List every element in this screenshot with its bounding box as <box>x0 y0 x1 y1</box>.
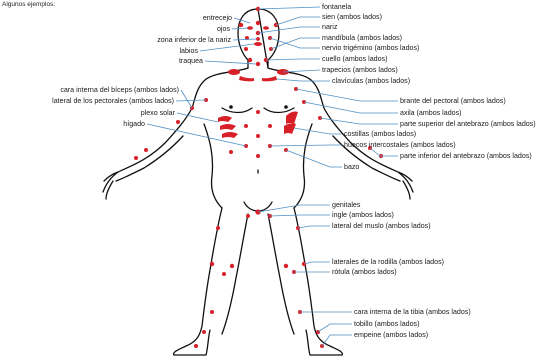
spot-traquea <box>256 62 260 66</box>
spot-rodilla-l1 <box>210 262 214 266</box>
spot-abdomen-1 <box>256 134 260 138</box>
spot-entrecejo <box>256 21 260 25</box>
label-traquea: traquea <box>179 57 203 65</box>
label-costillas: costillas (ambos lados) <box>344 130 416 138</box>
spot-rodilla-l2 <box>230 264 234 268</box>
left-nipple <box>229 105 233 109</box>
label-rodilla: laterales de la rodilla (ambos lados) <box>332 258 444 266</box>
label-entrecejo: entrecejo <box>203 14 232 22</box>
label-ojos: ojos <box>217 25 230 33</box>
spot-costillas-l1 <box>218 116 232 122</box>
label-cuello: cuello (ambos lados) <box>322 55 387 63</box>
spot-sien-l <box>239 23 243 27</box>
label-antebrazo-sup: parte superior del antebrazo (ambos lado… <box>400 120 536 128</box>
label-claviculas: clavículas (ambos lados) <box>332 77 410 85</box>
label-huecos: huecos intercostales (ambos lados) <box>344 141 456 149</box>
spot-higado-1 <box>244 124 248 128</box>
spot-costillas-r2 <box>284 123 296 134</box>
label-bazo: bazo <box>344 163 359 171</box>
label-brante: brante del pectoral (ambos lados) <box>400 97 506 105</box>
label-biceps: cara interna del bíceps (ambos lados) <box>60 86 179 94</box>
label-pectorales: lateral de los pectorales (ambos lados) <box>52 97 174 105</box>
label-ingle: ingle (ambos lados) <box>332 211 394 219</box>
spot-costillas-l3 <box>222 132 238 138</box>
spot-ojo-r <box>263 26 269 30</box>
label-tibia: cara interna de la tibia (ambos lados) <box>354 308 471 316</box>
spot-costillas-r1 <box>286 112 298 125</box>
label-fontanela: fontanela <box>322 3 351 11</box>
label-nariz: nariz <box>322 23 338 31</box>
spot-labios <box>254 42 262 46</box>
labels-right: fontanela sien (ambos lados) nariz mandí… <box>322 3 536 339</box>
spot-ingle-l <box>246 214 250 218</box>
label-empeine: empeine (ambos lados) <box>354 331 428 339</box>
spot-plexo <box>256 110 260 114</box>
spot-costillas-l2 <box>220 124 236 130</box>
spot-tobillo-l <box>202 330 206 334</box>
spot-muneca-l <box>134 156 138 160</box>
spot-cuello-l <box>248 58 252 62</box>
spot-rodilla-r1 <box>284 264 288 268</box>
label-nervio: nervio trigémino (ambos lados) <box>322 44 419 52</box>
spot-muslo-l <box>216 226 220 230</box>
spot-zona-nariz <box>256 37 260 41</box>
spot-antebrazo-inf-l <box>144 148 148 152</box>
label-higado: hígado <box>123 120 145 128</box>
spot-mandibula-l <box>244 47 248 51</box>
spot-trapecio-l <box>228 69 240 75</box>
label-antebrazo-inf: parte inferior del antebrazo (ambos lado… <box>400 152 532 160</box>
label-labios: labios <box>179 47 198 55</box>
spot-clavicula-r <box>262 76 277 81</box>
label-muslo: lateral del muslo (ambos lados) <box>332 222 431 230</box>
labels-left: entrecejo ojos zona inferior de la nariz… <box>52 14 232 128</box>
spot-empeine-l <box>194 344 198 348</box>
label-genitales: genitales <box>332 201 361 209</box>
chest-details <box>222 108 294 173</box>
spot-tibia-l <box>210 310 214 314</box>
spot-higado-2 <box>268 124 272 128</box>
right-nipple <box>284 105 288 109</box>
label-axila: axila (ambos lados) <box>400 109 462 117</box>
label-trapecios: trapecios (ambos lados) <box>322 66 398 74</box>
spot-antebrazo-sup-l <box>176 120 180 124</box>
label-zona-nariz: zona inferior de la nariz <box>157 36 231 44</box>
label-mandibula: mandíbula (ambos lados) <box>322 34 402 42</box>
label-plexo: plexo solar <box>141 109 176 117</box>
spot-bazo-l <box>229 150 233 154</box>
label-tobillo: tobillo (ambos lados) <box>354 320 419 328</box>
spot-rotula-l <box>222 272 226 276</box>
spot-abdomen-4 <box>256 154 260 158</box>
spot-clavicula-l <box>239 76 254 81</box>
label-rotula: rótula (ambos lados) <box>332 268 397 276</box>
label-sien: sien (ambos lados) <box>322 13 382 21</box>
intro-text: Algunos ejemplos: <box>2 1 55 8</box>
